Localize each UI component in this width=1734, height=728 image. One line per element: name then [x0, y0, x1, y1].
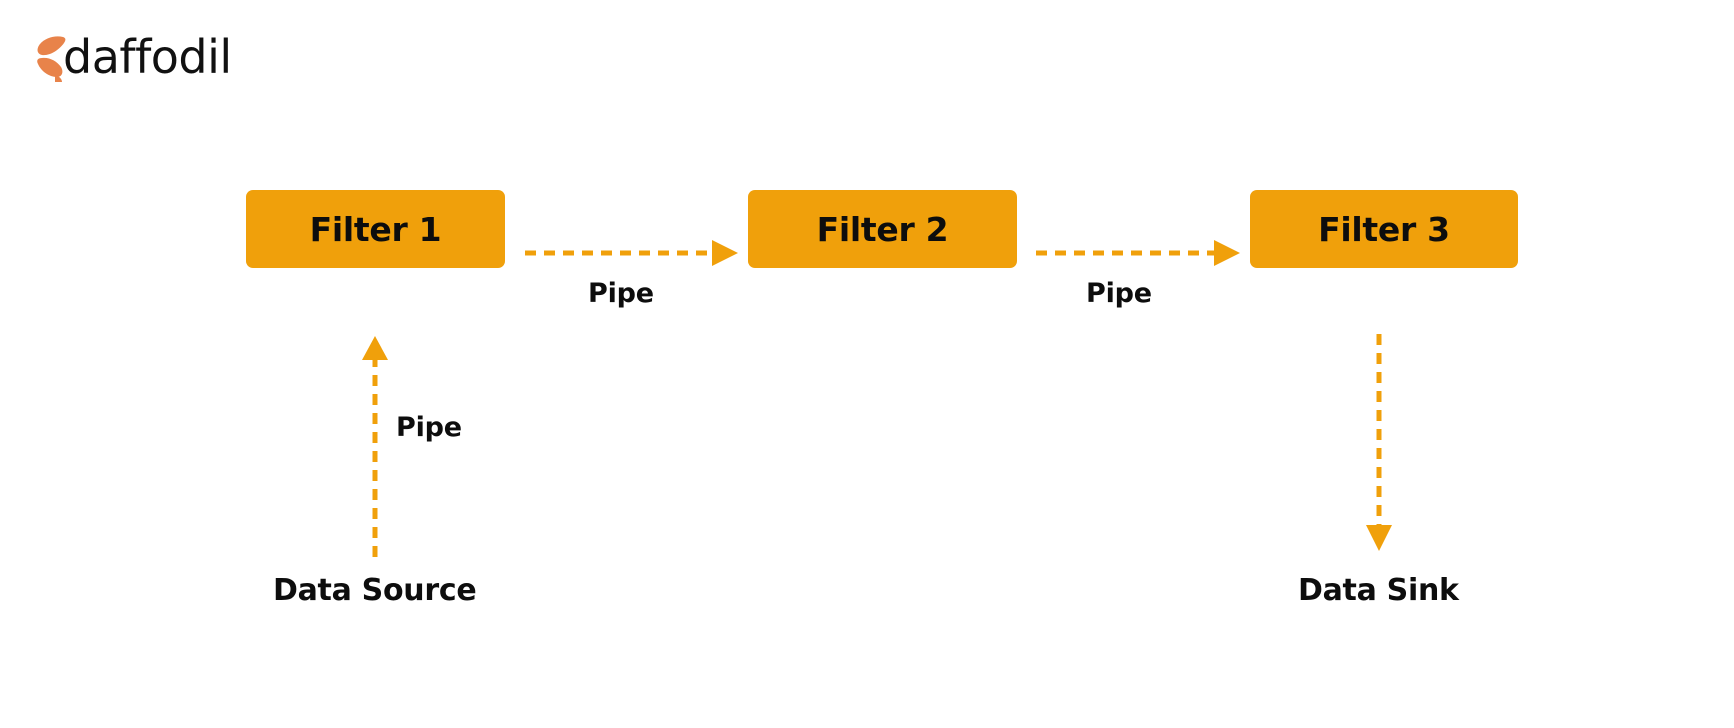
pipe-label-1: Pipe: [588, 278, 654, 309]
pipe-connector-3: [362, 336, 388, 557]
brand-wordmark: daffodil: [63, 30, 232, 84]
data-source-label: Data Source: [273, 573, 477, 608]
filter-node-label: Filter 2: [816, 209, 949, 249]
pipe-label-2: Pipe: [1086, 278, 1152, 309]
filter-node-label: Filter 1: [309, 209, 442, 249]
pipe-connector-1: [525, 240, 738, 266]
filter-node-3[interactable]: Filter 3: [1250, 190, 1518, 268]
pipe-label-3: Pipe: [396, 412, 462, 443]
pipe-connector-4: [1366, 334, 1392, 551]
data-sink-label: Data Sink: [1298, 573, 1459, 608]
brand-logo: daffodil: [33, 26, 232, 88]
pipe-connector-2: [1036, 240, 1240, 266]
filter-node-2[interactable]: Filter 2: [748, 190, 1017, 268]
filter-node-1[interactable]: Filter 1: [246, 190, 505, 268]
filter-node-label: Filter 3: [1318, 209, 1450, 249]
daffodil-petal-icon: [33, 31, 67, 83]
